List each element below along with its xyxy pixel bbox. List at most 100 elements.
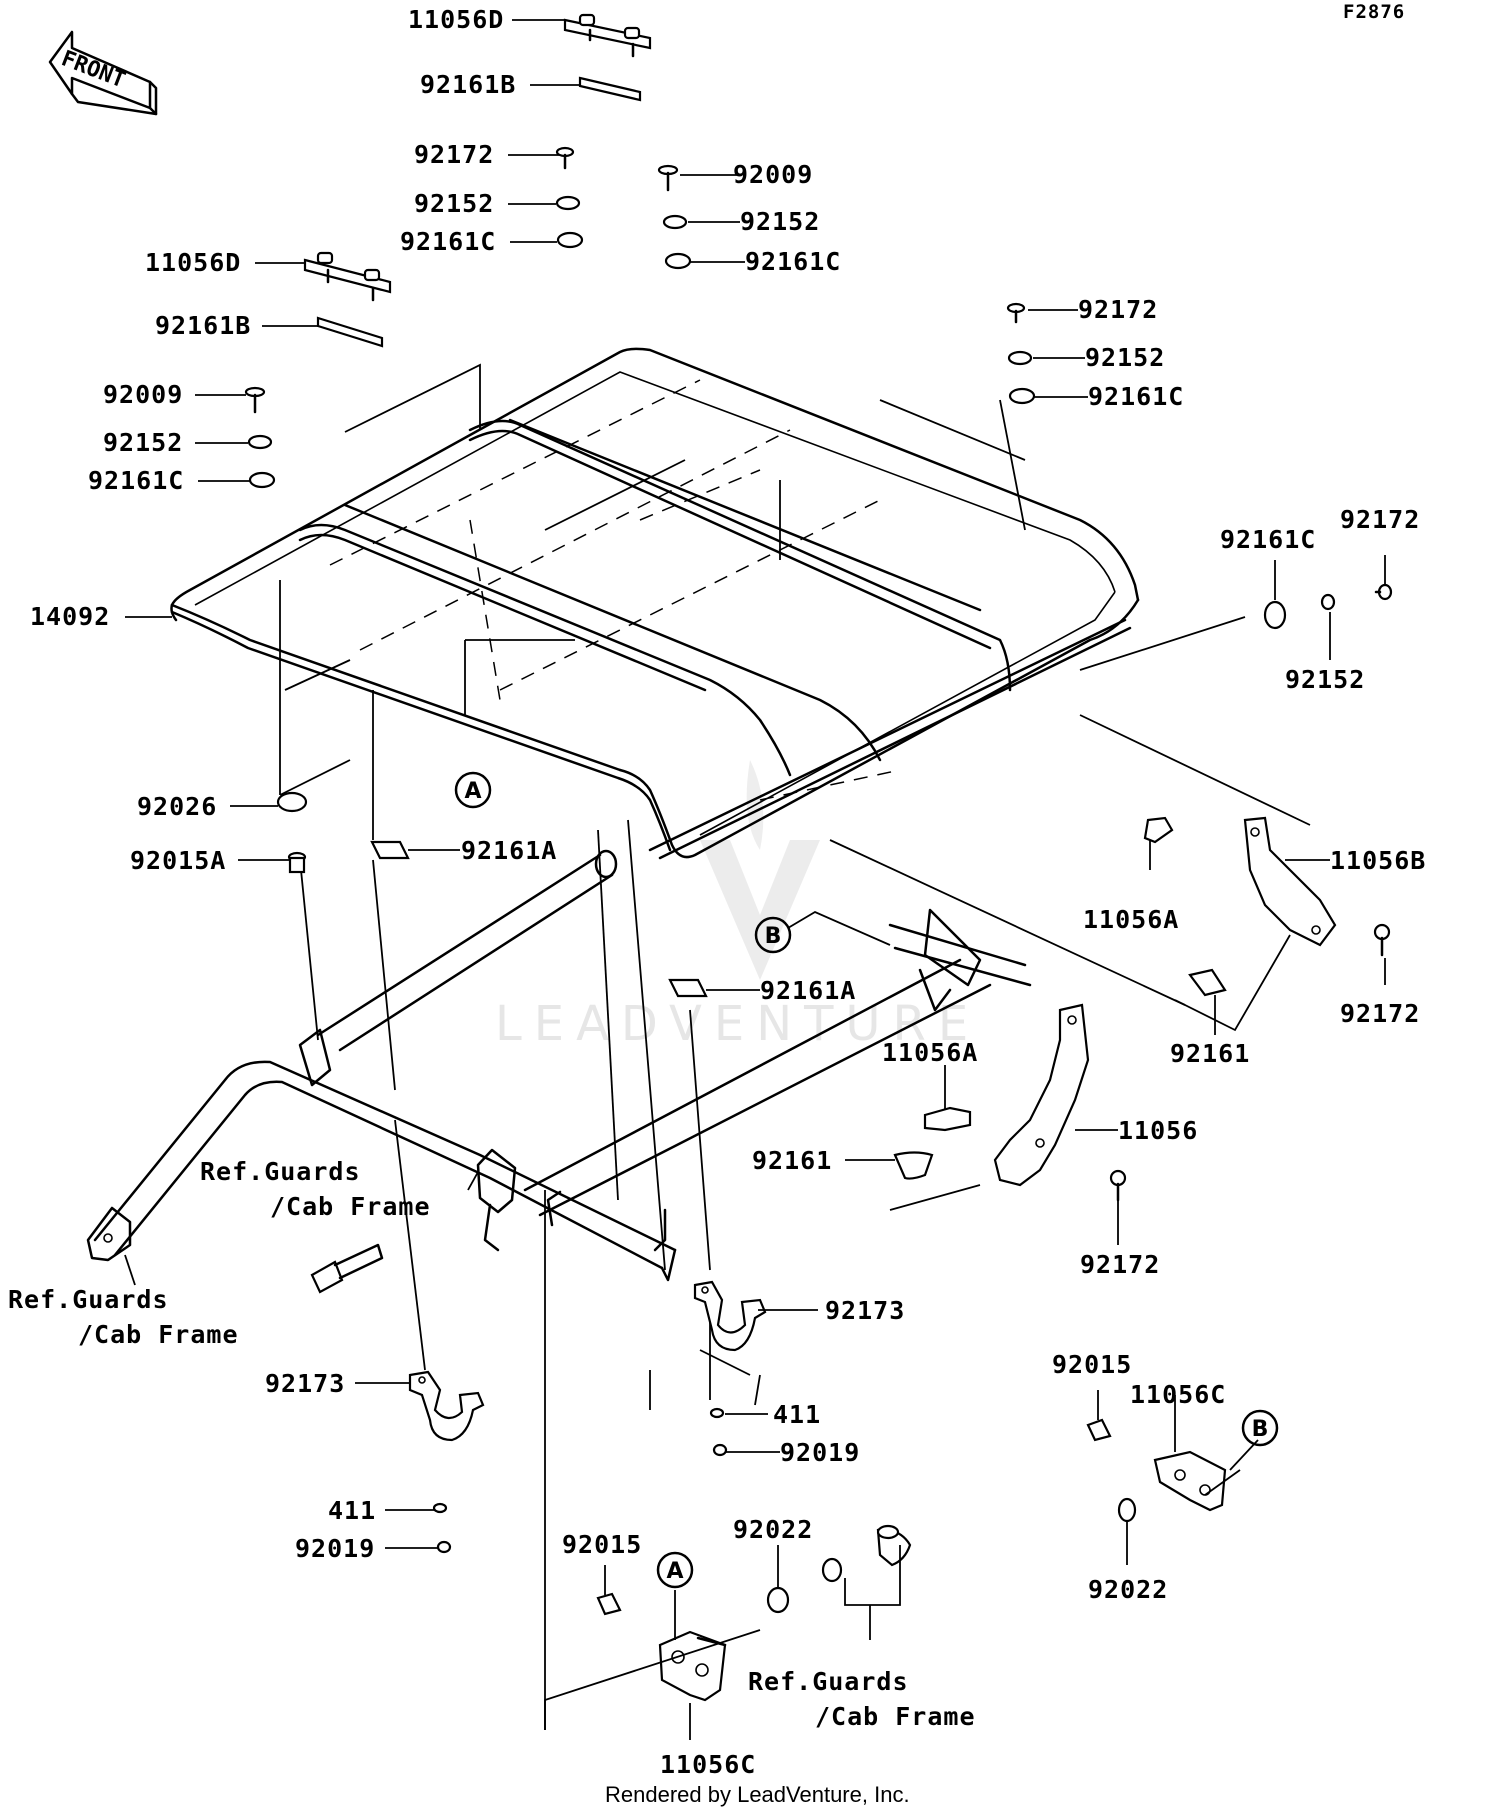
label-92172-top: 92172 <box>414 140 494 169</box>
label-92019-right: 92019 <box>780 1438 860 1467</box>
svg-text:B: B <box>1252 1417 1269 1442</box>
pad-92161A-left <box>370 840 410 860</box>
nut-92015-right <box>1086 1418 1112 1442</box>
diagram-code: F2876 <box>1343 1 1405 23</box>
label-92161A-mid: 92161A <box>760 976 856 1005</box>
bolt-92009-mid <box>657 164 679 192</box>
washer-92152-far <box>1320 593 1336 611</box>
washer-92152-top <box>555 195 581 211</box>
ref-guards-1-line1: Ref.Guards <box>200 1157 361 1186</box>
reference-labels: Ref.Guards /Cab Frame Ref.Guards /Cab Fr… <box>8 1157 976 1731</box>
ref-guards-2-line1: Ref.Guards <box>8 1285 169 1314</box>
clamp-92173-left <box>408 1370 485 1442</box>
label-92152-top: 92152 <box>414 189 494 218</box>
svg-text:B: B <box>765 924 782 949</box>
label-92009-left: 92009 <box>103 380 183 409</box>
collar-92161C-mid <box>664 252 692 270</box>
plate-92161B-left <box>316 316 384 348</box>
bolt-ref-guards <box>310 1243 384 1294</box>
label-92015A: 92015A <box>130 846 226 875</box>
bracket-11056C-bottom <box>658 1630 727 1702</box>
label-11056D-top: 11056D <box>408 5 504 34</box>
roof-panel <box>170 347 1140 860</box>
collar-92161C-right <box>1008 387 1036 405</box>
cap-ref-guards <box>821 1524 912 1583</box>
bolt-92009-left <box>244 386 266 414</box>
footer-credit: Rendered by LeadVenture, Inc. <box>605 1782 910 1807</box>
label-92015-left: 92015 <box>562 1530 642 1559</box>
clip-11056A-mid <box>923 1106 972 1132</box>
label-92009-mid: 92009 <box>733 160 813 189</box>
washer-92152-mid <box>662 214 688 230</box>
label-11056D-left: 11056D <box>145 248 241 277</box>
label-411-right: 411 <box>773 1400 821 1429</box>
label-11056A-mid: 11056A <box>882 1038 978 1067</box>
washer-92152-left <box>247 434 273 450</box>
screw-92172-right <box>1006 302 1026 324</box>
callout-A-bottom: A <box>656 1551 694 1589</box>
label-92152-far: 92152 <box>1285 665 1365 694</box>
washer-92152-right <box>1007 350 1033 366</box>
label-92161C-right: 92161C <box>1088 382 1184 411</box>
bracket-11056D-left <box>303 251 392 302</box>
collar-92161C-far <box>1263 600 1287 630</box>
screw-92172-top <box>555 146 575 170</box>
grommet-92026 <box>276 791 308 813</box>
clip-11056A-right <box>1143 816 1174 844</box>
nut-92019-left <box>436 1540 452 1554</box>
bracket-11056 <box>993 1003 1090 1187</box>
bracket-11056D-top <box>563 13 652 58</box>
nut-92015-left <box>596 1592 622 1616</box>
bracket-11056B <box>1243 816 1337 947</box>
label-11056C-bottom: 11056C <box>660 1750 756 1779</box>
label-92161B-left: 92161B <box>155 311 251 340</box>
label-92172-far: 92172 <box>1340 505 1420 534</box>
bracket-11056C-right <box>1153 1450 1227 1512</box>
clip-92161-mid <box>893 1151 934 1180</box>
ref-guards-2-line2: /Cab Frame <box>78 1320 239 1349</box>
label-92161C-mid: 92161C <box>745 247 841 276</box>
screw-92172-c <box>1109 1169 1127 1202</box>
label-11056C-right: 11056C <box>1130 1380 1226 1409</box>
ref-guards-3-line2: /Cab Frame <box>815 1702 976 1731</box>
cab-frame <box>86 849 1032 1282</box>
callout-B-bottom: B <box>1241 1409 1279 1447</box>
pad-92161A-mid <box>668 978 708 998</box>
label-92015-right: 92015 <box>1052 1350 1132 1379</box>
washer-411-right <box>709 1407 725 1419</box>
label-92022-right: 92022 <box>1088 1575 1168 1604</box>
label-92161C-far: 92161C <box>1220 525 1316 554</box>
washer-411-left <box>432 1502 448 1514</box>
label-11056A-right: 11056A <box>1083 905 1179 934</box>
nut-92015A <box>287 851 307 874</box>
watermark: LEADVENTURE <box>495 760 968 1052</box>
collar-92161C-top <box>556 231 584 249</box>
label-92019-left: 92019 <box>295 1534 375 1563</box>
svg-text:A: A <box>464 779 481 804</box>
label-11056B: 11056B <box>1330 846 1426 875</box>
label-92172-b: 92172 <box>1340 999 1420 1028</box>
label-92173-right: 92173 <box>825 1296 905 1325</box>
label-92161-mid: 92161 <box>752 1146 832 1175</box>
ref-guards-1-line2: /Cab Frame <box>270 1192 431 1221</box>
label-92022-left: 92022 <box>733 1515 813 1544</box>
clamp-92173-right <box>693 1280 767 1352</box>
label-92172-c: 92172 <box>1080 1250 1160 1279</box>
guide-lines <box>299 690 751 1410</box>
callout-B-top: B <box>754 910 891 954</box>
clip-92161-right <box>1188 968 1227 997</box>
screw-92172-b <box>1373 923 1391 957</box>
collar-92161C-left <box>248 471 276 489</box>
label-92161B-top: 92161B <box>420 70 516 99</box>
label-92152-left: 92152 <box>103 428 183 457</box>
label-14092: 14092 <box>30 602 110 631</box>
label-92161C-top: 92161C <box>400 227 496 256</box>
label-92161C-left: 92161C <box>88 466 184 495</box>
callout-A-top: A <box>454 771 492 809</box>
svg-text:A: A <box>666 1559 683 1584</box>
washer-92022-right <box>1117 1497 1137 1523</box>
plate-92161B-top <box>578 76 642 102</box>
label-92173-left: 92173 <box>265 1369 345 1398</box>
label-92026: 92026 <box>137 792 217 821</box>
label-411-left: 411 <box>328 1496 376 1525</box>
